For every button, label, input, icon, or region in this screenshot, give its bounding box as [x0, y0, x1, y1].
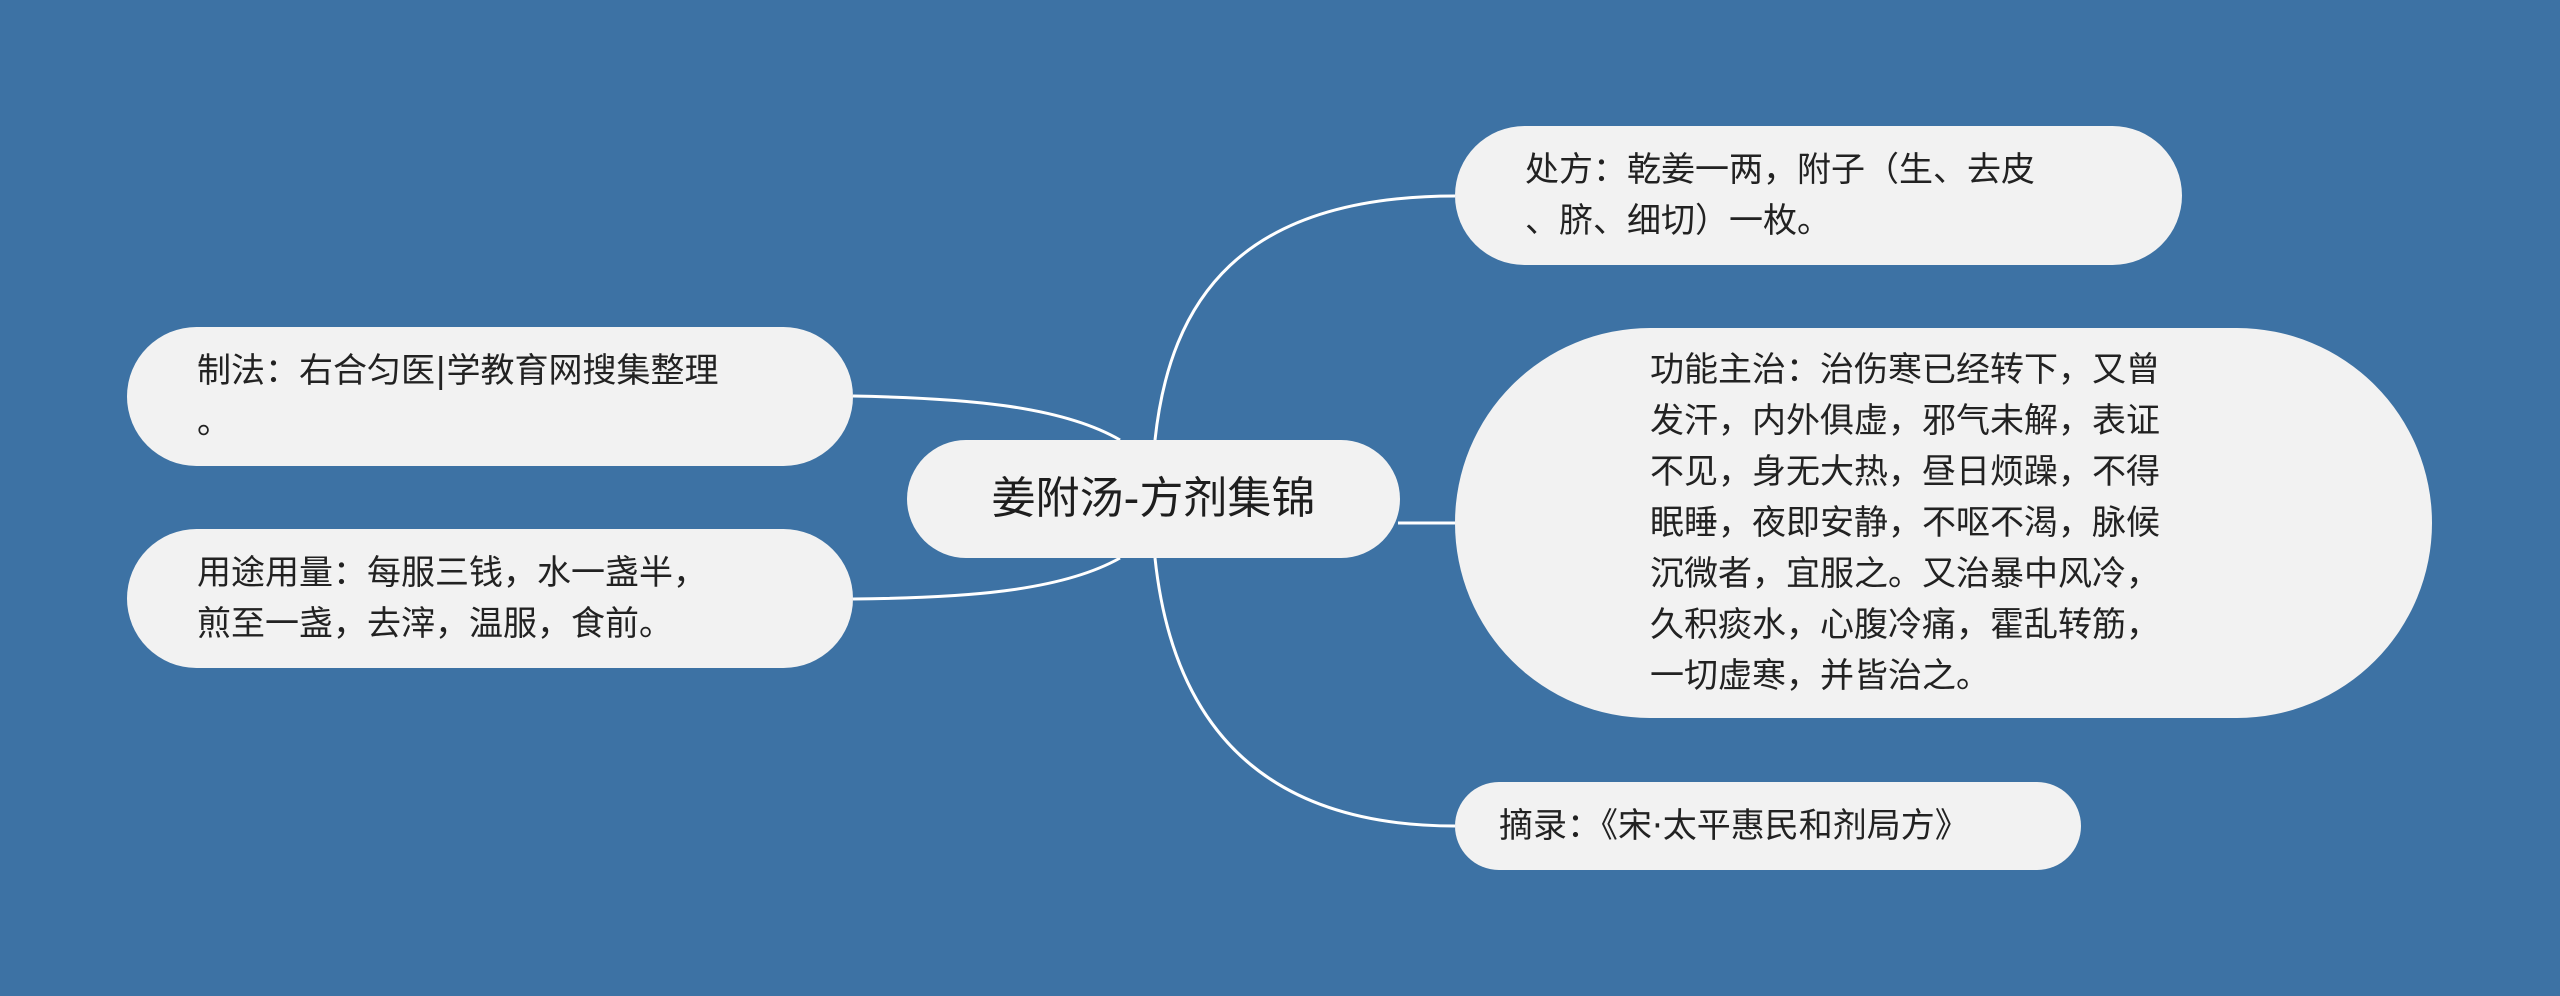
topic-dosage-label: 用途用量：每服三钱，水一盏半， 煎至一盏，去滓，温服，食前。 [197, 552, 707, 644]
topic-indications[interactable]: 功能主治：治伤寒已经转下，又曾 发汗，内外俱虚，邪气未解，表证 不见，身无大热，… [1455, 328, 2432, 718]
link-yongtu [852, 556, 1121, 601]
topic-dosage[interactable]: 用途用量：每服三钱，水一盏半， 煎至一盏，去滓，温服，食前。 [127, 529, 853, 668]
link-zhifa [852, 394, 1121, 442]
topic-source-label: 摘录：《宋·太平惠民和剂局方》 [1499, 805, 1969, 846]
topic-preparation-label: 制法：右合匀医|学教育网搜集整理 。 [197, 350, 719, 442]
topic-preparation[interactable]: 制法：右合匀医|学教育网搜集整理 。 [127, 327, 853, 466]
topic-prescription[interactable]: 处方：乾姜一两，附子（生、去皮 、脐、细切）一枚。 [1455, 126, 2182, 265]
central-topic-label: 姜附汤-方剂集锦 [991, 473, 1316, 524]
topic-prescription-label: 处方：乾姜一两，附子（生、去皮 、脐、细切）一枚。 [1525, 149, 2035, 241]
topic-indications-label: 功能主治：治伤寒已经转下，又曾 发汗，内外俱虚，邪气未解，表证 不见，身无大热，… [1650, 349, 2160, 696]
link-chufang [1153, 194, 1456, 441]
topic-source[interactable]: 摘录：《宋·太平惠民和剂局方》 [1455, 782, 2081, 870]
central-topic[interactable]: 姜附汤-方剂集锦 [907, 440, 1400, 558]
link-zhailu [1153, 557, 1456, 828]
